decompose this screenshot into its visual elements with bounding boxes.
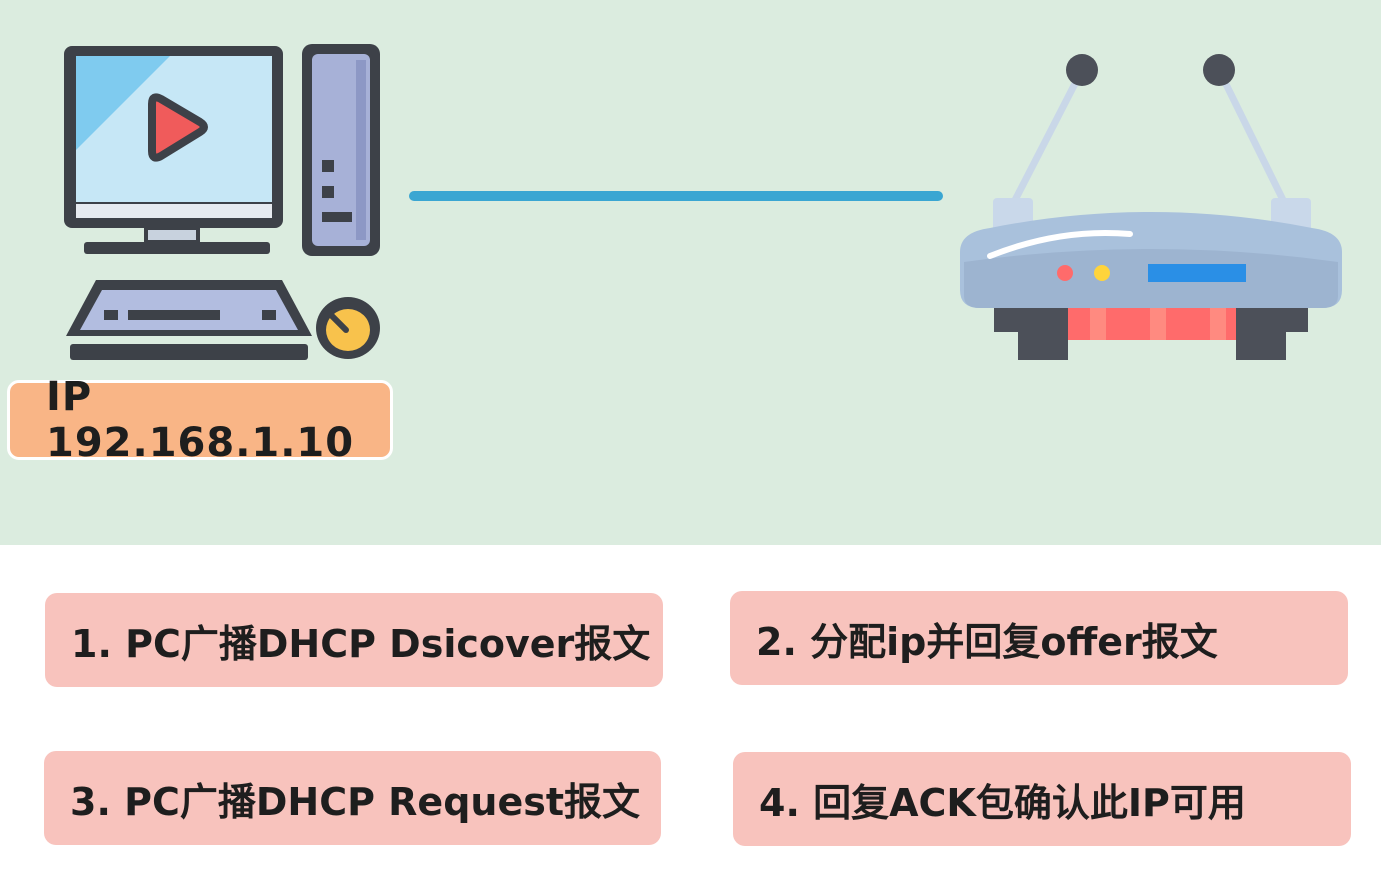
mouse-icon (316, 297, 380, 359)
router-icon (960, 54, 1342, 360)
keyboard-icon (66, 280, 312, 360)
step-1-card: 1. PC广播DHCP Dsicover报文 (45, 593, 663, 687)
computer-tower-icon (302, 44, 380, 256)
ip-address-label: IP 192.168.1.10 (7, 374, 393, 466)
network-scene (64, 44, 1342, 360)
play-icon (148, 93, 208, 162)
step-3-card: 3. PC广播DHCP Request报文 (44, 751, 661, 845)
step-4-card: 4. 回复ACK包确认此IP可用 (733, 752, 1351, 846)
step-2-card: 2. 分配ip并回复offer报文 (730, 591, 1348, 685)
